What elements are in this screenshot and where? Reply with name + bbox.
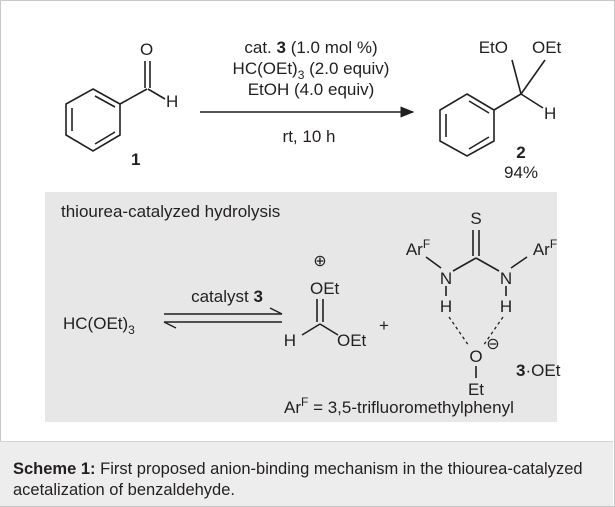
product-h: H bbox=[544, 104, 556, 123]
condition-catalyst: cat. 3 (1.0 mol %) bbox=[244, 38, 377, 57]
oxocarbenium-bonds bbox=[301, 299, 339, 336]
condition-orthoformate: HC(OEt)3 (2.0 equiv) bbox=[233, 59, 390, 82]
product-oet-left: EtO bbox=[479, 38, 508, 57]
figure-caption: Scheme 1: First proposed anion-binding m… bbox=[13, 459, 603, 501]
plus-sign: + bbox=[379, 316, 389, 335]
nitrogen-right: N bbox=[500, 269, 512, 288]
orthoformate-reagent: HC(OEt)3 bbox=[63, 314, 135, 337]
mechanism-title: thiourea-catalyzed hydrolysis bbox=[61, 202, 280, 221]
ethoxide-charge: ⊖ bbox=[486, 336, 499, 353]
aldehyde-o: O bbox=[140, 40, 153, 59]
compound-label-1: 1 bbox=[131, 150, 140, 169]
reaction-scheme: O H 1 cat. 3 (1.0 mol %) HC(OEt)3 (2.0 e… bbox=[61, 38, 562, 417]
thiourea-bonds bbox=[425, 230, 528, 296]
complex-label: 3·OEt bbox=[516, 361, 561, 380]
benzaldehyde-structure bbox=[65, 61, 166, 152]
nh-hydrogen-left: H bbox=[440, 297, 452, 316]
aldehyde-h: H bbox=[166, 92, 178, 111]
thiourea-s: S bbox=[470, 209, 481, 228]
ethoxide-o: O bbox=[469, 347, 482, 366]
aryl-carbonyl-bond bbox=[119, 88, 148, 105]
arf-definition: ArF = 3,5-trifluoromethylphenyl bbox=[284, 395, 514, 417]
equilibrium-label: catalyst 3 bbox=[191, 287, 263, 306]
caption-label: Scheme 1: bbox=[13, 460, 96, 478]
caption-text: First proposed anion-binding mechanism i… bbox=[13, 460, 583, 499]
benzene-ring-2 bbox=[439, 93, 495, 157]
nh-hydrogen-right: H bbox=[500, 297, 512, 316]
product-oet-right: OEt bbox=[532, 38, 562, 57]
cation-h: H bbox=[284, 331, 296, 350]
ethoxide-et: Et bbox=[468, 380, 484, 399]
cation-charge: ⊕ bbox=[313, 253, 326, 270]
compound-label-2: 2 bbox=[516, 143, 525, 162]
aryl-right: ArF bbox=[533, 237, 557, 259]
condition-time: rt, 10 h bbox=[283, 127, 336, 146]
benzene-ring-1 bbox=[65, 88, 121, 152]
cation-oet-bottom: OEt bbox=[337, 331, 367, 350]
caption-box bbox=[0, 441, 613, 506]
acetal-structure bbox=[439, 59, 546, 157]
cation-oet-top: OEt bbox=[310, 279, 340, 298]
condition-ethanol: EtOH (4.0 equiv) bbox=[248, 80, 375, 99]
mechanism-panel bbox=[45, 192, 557, 422]
equilibrium-arrows bbox=[163, 307, 283, 329]
aryl-left: ArF bbox=[406, 237, 430, 259]
product-yield: 94% bbox=[504, 163, 538, 182]
nitrogen-left: N bbox=[440, 269, 452, 288]
